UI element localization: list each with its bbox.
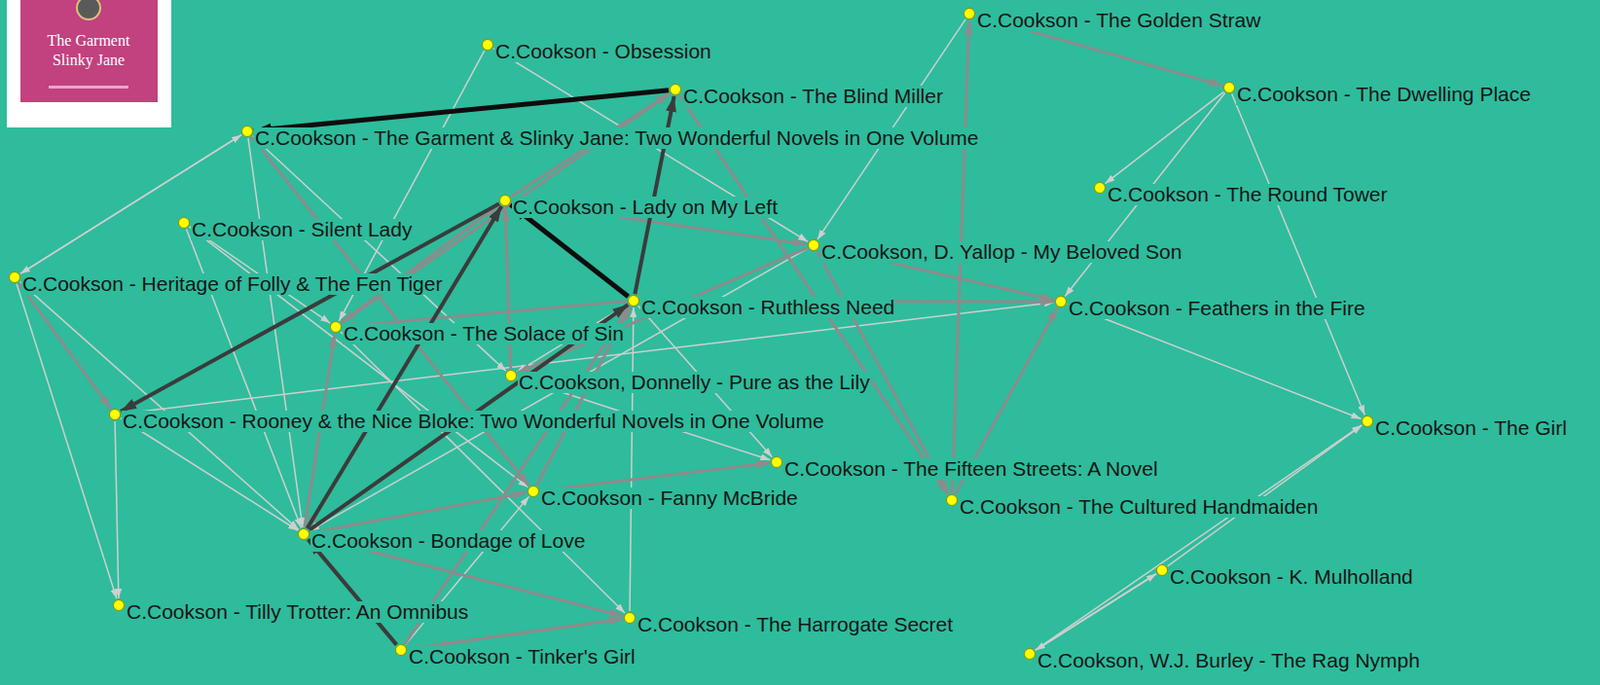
book-title: C.Cookson - Obsession [494, 40, 713, 63]
book-node: C.Cookson - The Round Tower [1093, 181, 1106, 194]
book-title: C.Cookson - Bondage of Love [310, 530, 586, 552]
link-arrow [1067, 304, 1362, 420]
book-node: C.Cookson, Donnelly - Pure as the Lily [505, 369, 517, 382]
book-title: C.Cookson - Lady on My Left [511, 196, 779, 219]
book-title: C.Cookson - The Harrogate Secret [636, 614, 954, 636]
link-arrow [114, 421, 119, 599]
link-arrow [634, 96, 674, 294]
book-title: C.Cookson - Tinker's Girl [407, 646, 637, 668]
book-node: C.Cookson - The Dwelling Place [1223, 81, 1236, 94]
link-arrow [251, 136, 529, 486]
link-arrow [120, 418, 298, 532]
book-title: C.Cookson - Ruthless Need [640, 296, 896, 319]
link-arrow [189, 226, 529, 487]
book-node: C.Cookson - The Fifteen Streets: A Novel [770, 456, 783, 469]
book-title: C.Cookson - The Fifteen Streets: A Novel [783, 458, 1160, 480]
link-arrow [407, 618, 623, 650]
book-node: C.Cookson - Silent Lady [178, 217, 190, 229]
link-arrow [20, 135, 242, 275]
link-arrow [1232, 93, 1366, 415]
link-arrow [404, 306, 630, 645]
book-node: C.Cookson, D. Yallop - My Beloved Son [807, 239, 820, 252]
book-node: C.Cookson - Bondage of Love [297, 528, 310, 541]
link-arrow [1035, 574, 1157, 652]
cover-emblem [76, 0, 101, 20]
book-title: C.Cookson - Rooney & the Nice Bloke: Two… [121, 410, 826, 433]
link-arrow [20, 135, 242, 275]
book-title: C.Cookson - Tilly Trotter: An Omnibus [125, 601, 470, 623]
link-arrow [121, 302, 1055, 414]
book-node: C.Cookson - The Cultured Handmaiden [945, 494, 958, 507]
book-node: C.Cookson - The Girl [1361, 415, 1374, 428]
book-title: C.Cookson - The Solace of Sin [342, 323, 625, 345]
link-arrow [308, 539, 398, 645]
book-node: C.Cookson - Tilly Trotter: An Omnibus [112, 599, 125, 612]
link-arrow [1035, 574, 1157, 652]
book-title: C.Cookson - The Blind Miller [682, 85, 945, 108]
book-node: C.Cookson - Tinker's Girl [395, 644, 407, 656]
book-node: C.Cookson - Lady on My Left [499, 194, 511, 207]
link-arrow [18, 283, 111, 410]
book-node: C.Cookson - Obsession [481, 38, 494, 51]
link-arrow [248, 138, 303, 528]
book-title: C.Cookson - Feathers in the Fire [1067, 297, 1367, 320]
book-title: C.Cookson, D. Yallop - My Beloved Son [820, 241, 1183, 263]
book-title: C.Cookson - Fanny McBride [540, 487, 800, 510]
cover-subtitle-line [48, 85, 129, 89]
book-title: C.Cookson - The Dwelling Place [1236, 83, 1532, 106]
link-arrow [254, 90, 669, 132]
book-title: C.Cookson - Heritage of Folly & The Fen … [21, 273, 443, 295]
book-node: C.Cookson - Feathers in the Fire [1054, 295, 1067, 308]
link-arrow [307, 206, 503, 529]
link-arrow [629, 307, 634, 612]
book-node: C.Cookson - The Golden Straw [963, 7, 976, 20]
cover-title: The Garment Slinky Jane [39, 31, 138, 71]
book-node: C.Cookson - The Solace of Sin [329, 321, 342, 333]
book-title: C.Cookson - The Cultured Handmaiden [958, 496, 1319, 518]
link-arrow [407, 618, 623, 650]
book-node: C.Cookson - Heritage of Folly & The Fen … [8, 271, 21, 284]
link-arrow [679, 95, 948, 495]
book-node: C.Cookson - The Garment & Slinky Jane: T… [241, 125, 254, 138]
book-title: C.Cookson, W.J. Burley - The Rag Nymph [1036, 650, 1421, 672]
book-title: C.Cookson, Donnelly - Pure as the Lily [517, 371, 872, 394]
book-node: C.Cookson - The Harrogate Secret [623, 612, 636, 624]
link-arrow [510, 204, 629, 296]
book-title: C.Cookson - The Garment & Slinky Jane: T… [254, 127, 981, 149]
link-arrow [540, 463, 770, 491]
link-arrow [16, 284, 117, 600]
book-title: C.Cookson - The Round Tower [1106, 183, 1389, 206]
book-node: C.Cookson - Rooney & the Nice Bloke: Two… [109, 408, 121, 421]
link-arrow [19, 282, 299, 531]
book-title: C.Cookson - Silent Lady [190, 218, 413, 241]
link-arrow [310, 492, 527, 533]
book-node: C.Cookson - Ruthless Need [627, 294, 640, 307]
book-title: C.Cookson - The Girl [1374, 417, 1568, 439]
book-node: C.Cookson, W.J. Burley - The Rag Nymph [1023, 648, 1036, 660]
book-title: C.Cookson - The Golden Straw [976, 9, 1262, 32]
book-node: C.Cookson - The Blind Miller [669, 83, 682, 96]
book-node: C.Cookson - K. Mulholland [1156, 564, 1168, 577]
link-arrow [505, 207, 511, 369]
book-title: C.Cookson - K. Mulholland [1168, 566, 1415, 588]
book-node: C.Cookson - Fanny McBride [527, 485, 540, 498]
